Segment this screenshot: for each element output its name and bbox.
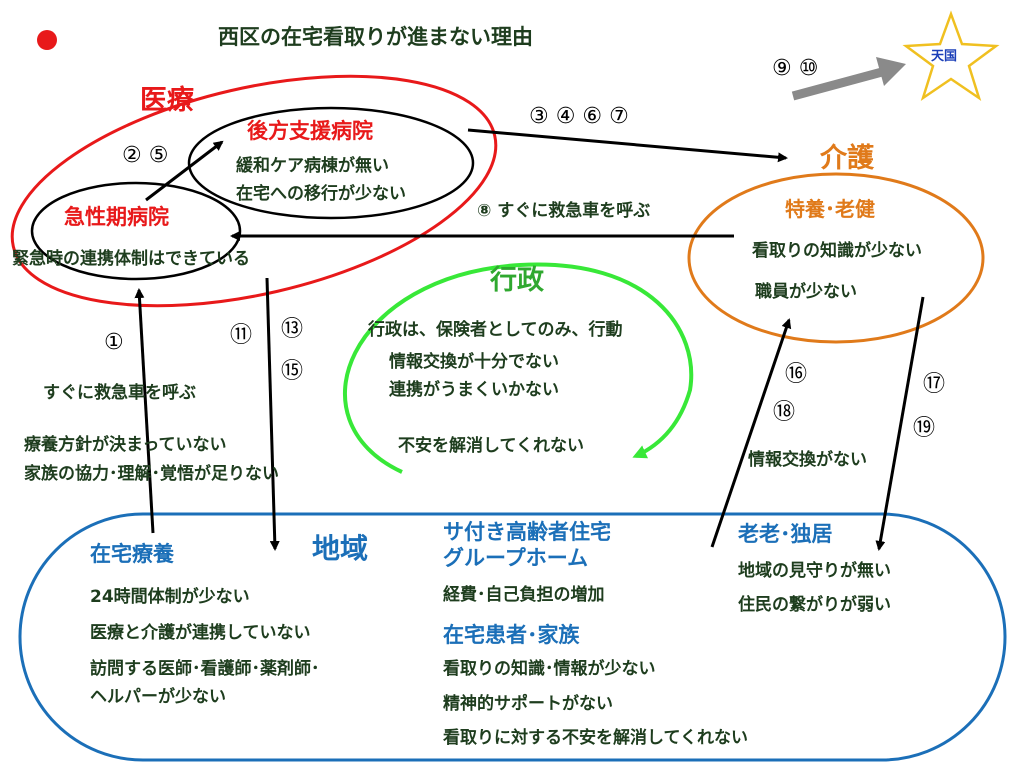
num-17: ⑰ (923, 372, 946, 397)
acute-item: 緊急時の連携体制はできている (12, 249, 250, 269)
acute-hospital-label: 急性期病院 (64, 205, 169, 229)
num-11: ⑪ (230, 323, 253, 348)
heaven-arrow (791, 67, 884, 101)
backup-item-2: 在宅への移行が少ない (236, 184, 406, 204)
backup-item-1: 緩和ケア病棟が無い (236, 156, 389, 176)
arrow-home-to-acute (134, 288, 155, 534)
facility-title-1: サ付き高齢者住宅 (443, 520, 611, 544)
home-care-label: 在宅療養 (90, 542, 174, 566)
gyosei-item-4: 不安を解消してくれない (398, 436, 584, 456)
elderly-item-1: 地域の見守りが無い (738, 561, 891, 581)
home-care-item-1: 24時間体制が少ない (90, 587, 250, 607)
facility-item: 経費･自己負担の増加 (443, 585, 605, 605)
arrow-acute-to-backup (145, 140, 224, 202)
heaven-nums: ⑨ ⑩ (772, 56, 819, 81)
num-18: ⑱ (773, 400, 796, 425)
kaigo-ellipse (687, 172, 985, 344)
nums-3-4-6-7: ③ ④ ⑥ ⑦ (529, 104, 629, 129)
iryo-label: 医療 (140, 85, 194, 116)
gyosei-label: 行政 (490, 265, 544, 296)
gyosei-item-1: 行政は、保険者としてのみ、行動 (368, 320, 623, 340)
acute-hospital-ellipse (30, 181, 242, 281)
kaigo-label: 介護 (820, 143, 874, 174)
star-shape (902, 10, 1000, 102)
arrow-backup-to-kaigo (467, 128, 788, 163)
page-title: 西区の在宅看取りが進まない理由 (218, 25, 533, 49)
patient-item-3: 看取りに対する不安を解消してくれない (443, 728, 748, 748)
backup-hospital-label: 後方支援病院 (247, 119, 373, 143)
num-16: ⑯ (785, 362, 808, 387)
gyosei-item-2: 情報交換が十分でない (389, 352, 559, 372)
patient-item-1: 看取りの知識･情報が少ない (443, 659, 656, 679)
arrow-community-to-kaigo (710, 318, 792, 548)
left-note-3: 家族の協力･理解･覚悟が足りない (24, 464, 279, 484)
backup-hospital-ellipse (187, 106, 475, 220)
patient-family-label: 在宅患者･家族 (443, 623, 580, 647)
elderly-item-2: 住民の繋がりが弱い (738, 595, 891, 615)
kaigo-sub-label: 特養･老健 (785, 197, 875, 221)
heaven-label: 天国 (931, 49, 958, 64)
kaigo-item-2: 職員が少ない (755, 282, 857, 302)
chiiki-box (18, 512, 1007, 762)
heaven-arrow-head (876, 57, 906, 86)
chiiki-label: 地域 (312, 532, 369, 565)
nums-2-5: ② ⑤ (122, 143, 169, 168)
right-note: 情報交換がない (748, 450, 867, 470)
arrow-acute-to-home (265, 277, 280, 551)
home-care-item-3: 訪問する医師･看護師･薬剤師･ (90, 659, 320, 679)
patient-item-2: 精神的サポートがない (443, 694, 613, 714)
home-care-item-2: 医療と介護が連携していない (90, 623, 311, 643)
gyosei-item-3: 連携がうまくいかない (389, 380, 559, 400)
num-19: ⑲ (913, 416, 936, 441)
red-dot (37, 30, 57, 50)
left-note-1: すぐに救急車を呼ぶ (43, 383, 196, 403)
ambulance-label-8: ⑧ すぐに救急車を呼ぶ (477, 201, 651, 221)
iryo-ellipse (10, 74, 498, 308)
arrow-kaigo-to-community (875, 296, 925, 551)
num-13: ⑬ (281, 317, 304, 342)
gyosei-loop-arrow (343, 262, 694, 474)
kaigo-item-1: 看取りの知識が少ない (752, 241, 922, 261)
num-1: ① (104, 330, 124, 355)
facility-title-2: グループホーム (443, 546, 589, 570)
elderly-label: 老老･独居 (738, 522, 833, 546)
num-15: ⑮ (281, 359, 304, 384)
home-care-item-4: ヘルパーが少ない (90, 687, 226, 707)
left-note-2: 療養方針が決まっていない (24, 435, 227, 455)
